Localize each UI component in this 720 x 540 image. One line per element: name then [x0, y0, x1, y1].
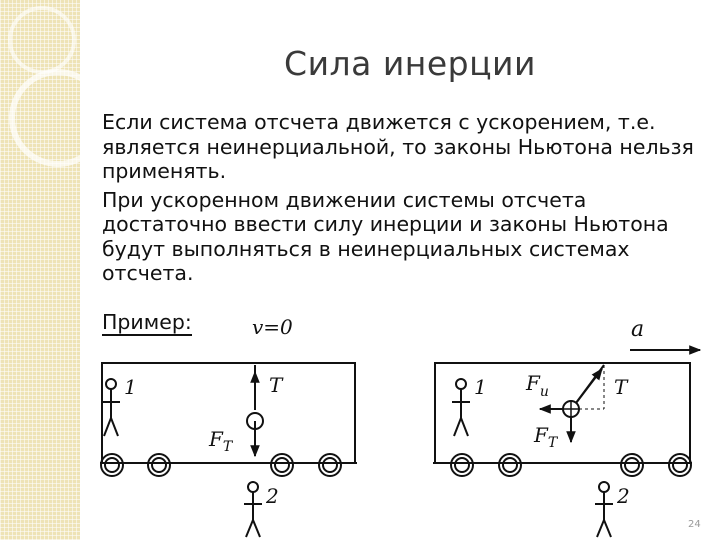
right-tension-arrow [575, 368, 603, 404]
page-number: 24 [688, 519, 701, 530]
right-gravity-label: FT [533, 423, 559, 451]
left-wagon-wheels [100, 453, 342, 477]
strip-divider [80, 0, 82, 540]
decorative-side-strip [0, 0, 80, 540]
right-pendulum [538, 364, 605, 444]
left-observer-1-figure [102, 378, 120, 437]
left-pendulum [246, 365, 264, 458]
left-observer-1-label: 1 [124, 375, 137, 399]
decorative-circles [8, 6, 80, 167]
left-observer-2-figure [244, 481, 262, 538]
left-gravity-label: FT [208, 427, 234, 455]
right-observer-1-figure [452, 378, 470, 437]
right-inertia-sub: и [540, 384, 549, 400]
right-wagon-wheels [450, 453, 692, 477]
left-wagon [100, 362, 357, 464]
left-observer-2-label: 2 [265, 484, 279, 508]
velocity-label: v=0 [252, 315, 293, 339]
right-gravity-sub: T [548, 435, 559, 451]
paragraph-noninertial: Если система отсчета движется с ускорени… [102, 110, 694, 183]
left-gravity-sub: T [223, 439, 234, 455]
right-observer-2-label: 2 [616, 484, 630, 508]
right-wagon [433, 362, 692, 464]
slide-body: Если система отсчета движется с ускорени… [102, 110, 714, 290]
slide-title: Сила инерции [284, 44, 536, 83]
right-inertia-label: Fи [525, 371, 549, 400]
right-observer-2-figure [595, 481, 613, 538]
paragraph-inertia-force: При ускоренном движении системы отсчета … [102, 187, 669, 286]
acceleration-label: a [631, 317, 644, 342]
left-tension-label: T [269, 373, 284, 397]
right-observer-1-label: 1 [474, 375, 487, 399]
right-tension-label: T [614, 375, 629, 399]
example-label: Пример: [102, 310, 192, 336]
